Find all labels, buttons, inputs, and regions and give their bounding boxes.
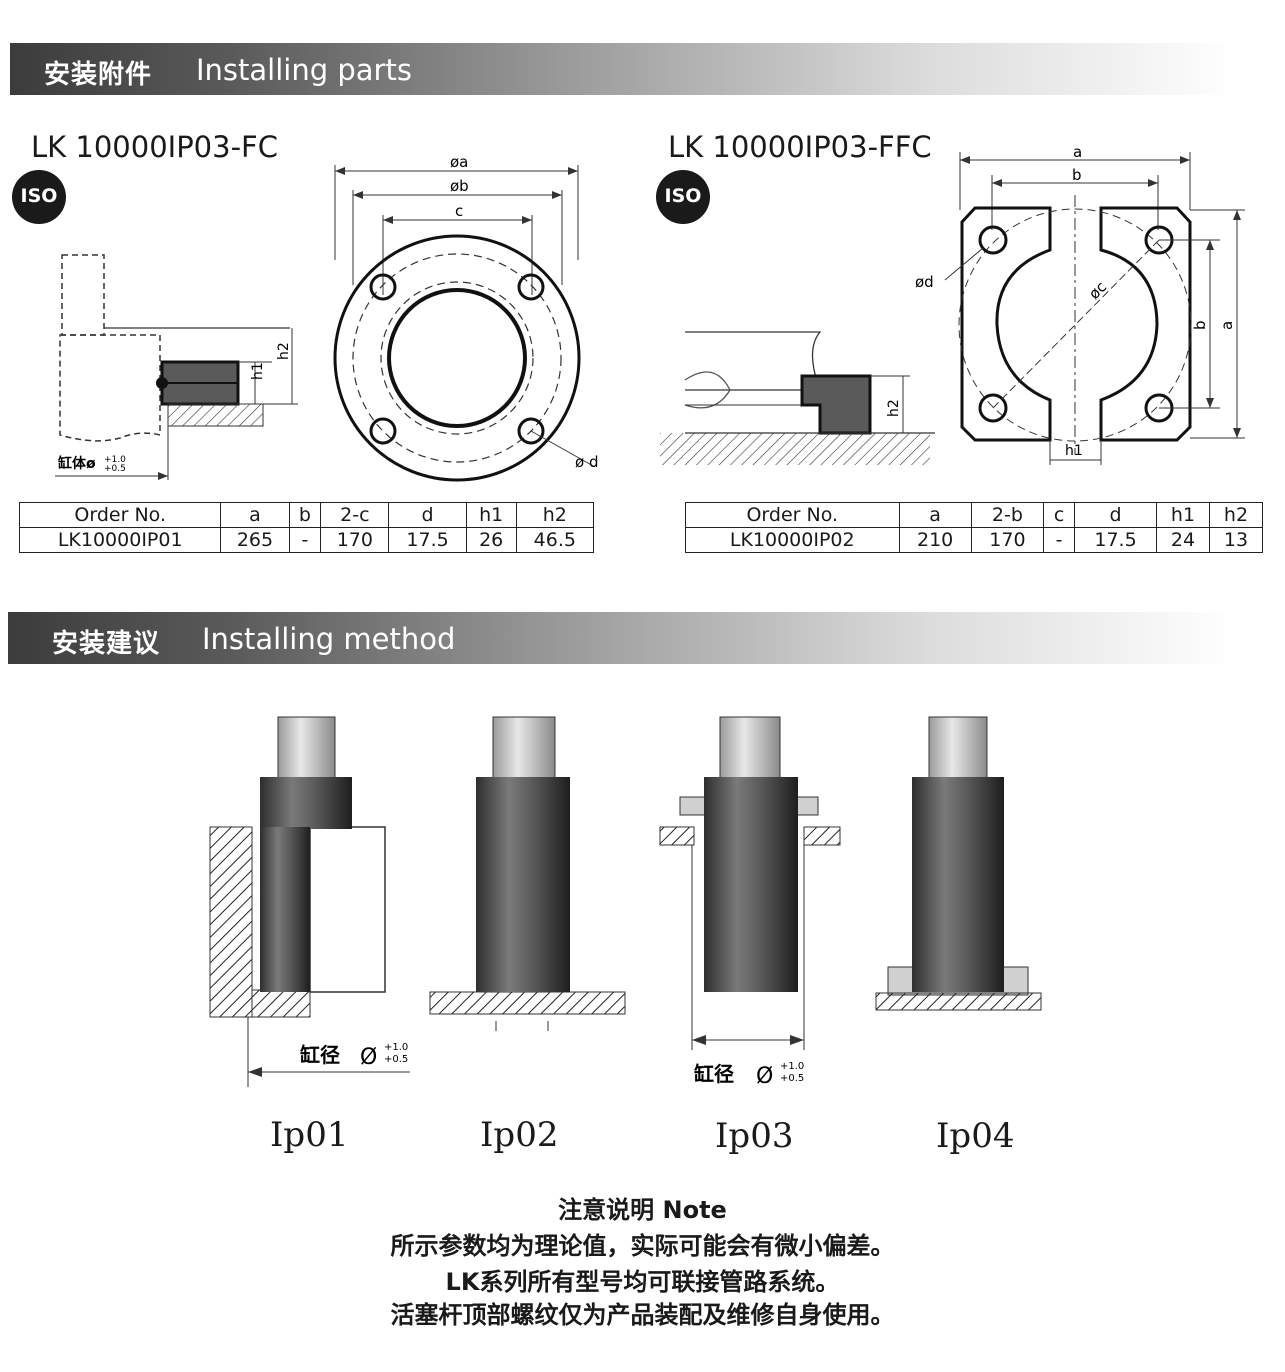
note-line: 活塞杆顶部螺纹仅为产品装配及维修自身使用。 [390, 1301, 895, 1329]
caption-ip03: Ip03 [715, 1116, 794, 1156]
svg-text:+0.5: +0.5 [384, 1054, 408, 1065]
label-od: ø d [575, 453, 598, 471]
label-oc: øc [1085, 278, 1110, 303]
section-title-cn: 安装建议 [52, 629, 161, 659]
label-a-right: a [1218, 321, 1236, 330]
ip03-drawing: 缸径 Ø +1.0 +0.5 [659, 716, 841, 1089]
section-title-en: Installing method [202, 622, 456, 656]
label-h1-right: h1 [1065, 443, 1083, 459]
svg-text:+0.5: +0.5 [104, 464, 126, 474]
left-model-number: LK 10000IP03-FC [31, 130, 278, 164]
ip03-bore-label: 缸径 [694, 1062, 734, 1086]
section-title-cn: 安装附件 [44, 60, 153, 90]
label-od-right: ød [915, 273, 934, 291]
svg-text:+1.0: +1.0 [384, 1042, 408, 1053]
caption-ip01: Ip01 [270, 1115, 349, 1155]
svg-text:Ø: Ø [756, 1064, 773, 1089]
label-h1: h1 [250, 362, 266, 380]
label-b-right: b [1191, 320, 1209, 330]
section-banner-installing-parts: 安装附件 Installing parts [10, 43, 1238, 95]
caption-ip04: Ip04 [936, 1116, 1015, 1156]
label-h2-right: h2 [886, 399, 902, 417]
svg-text:+0.5: +0.5 [780, 1073, 804, 1084]
note-line: 所示参数均为理论值，实际可能会有微小偏差。 [390, 1232, 895, 1260]
section-title-en: Installing parts [196, 53, 412, 87]
ip02-drawing [429, 716, 626, 1031]
iso-logo-left: ISO [12, 170, 66, 224]
ip01-drawing: 缸径 Ø +1.0 +0.5 [209, 716, 410, 1087]
iso-logo-right: ISO [656, 170, 710, 224]
note-line: LK系列所有型号均可联接管路系统。 [445, 1268, 840, 1296]
label-b-top: b [1072, 166, 1082, 184]
installing-method-drawings: 缸径 Ø +1.0 +0.5 缸径 Ø +1.0 +0.5 [209, 716, 1042, 1089]
label-h2: h2 [276, 342, 292, 360]
caption-ip02: Ip02 [480, 1115, 559, 1155]
fc-front-view-drawing: øa øb c ø d [333, 153, 598, 482]
label-ob: øb [450, 177, 469, 195]
svg-text:+1.0: +1.0 [104, 455, 126, 465]
note-title: 注意说明 Note [558, 1196, 727, 1224]
section-banner-installing-method: 安装建议 Installing method [8, 612, 1236, 664]
ip01-bore-label: 缸径 [300, 1043, 340, 1067]
label-oa: øa [450, 153, 468, 171]
label-bore: 缸体ø [58, 455, 96, 472]
svg-text:Ø: Ø [360, 1045, 377, 1070]
fc-side-view-drawing: h1 h2 缸体ø +1.0 +0.5 [55, 254, 298, 480]
svg-text:+1.0: +1.0 [780, 1061, 804, 1072]
right-model-number: LK 10000IP03-FFC [668, 130, 932, 164]
label-a-top: a [1073, 143, 1082, 161]
label-c: c [455, 202, 463, 220]
ip04-drawing [875, 716, 1042, 1011]
ffc-side-view-drawing: h2 [660, 331, 935, 465]
ffc-front-view-drawing: a b øc ød b a h1 [915, 143, 1245, 465]
